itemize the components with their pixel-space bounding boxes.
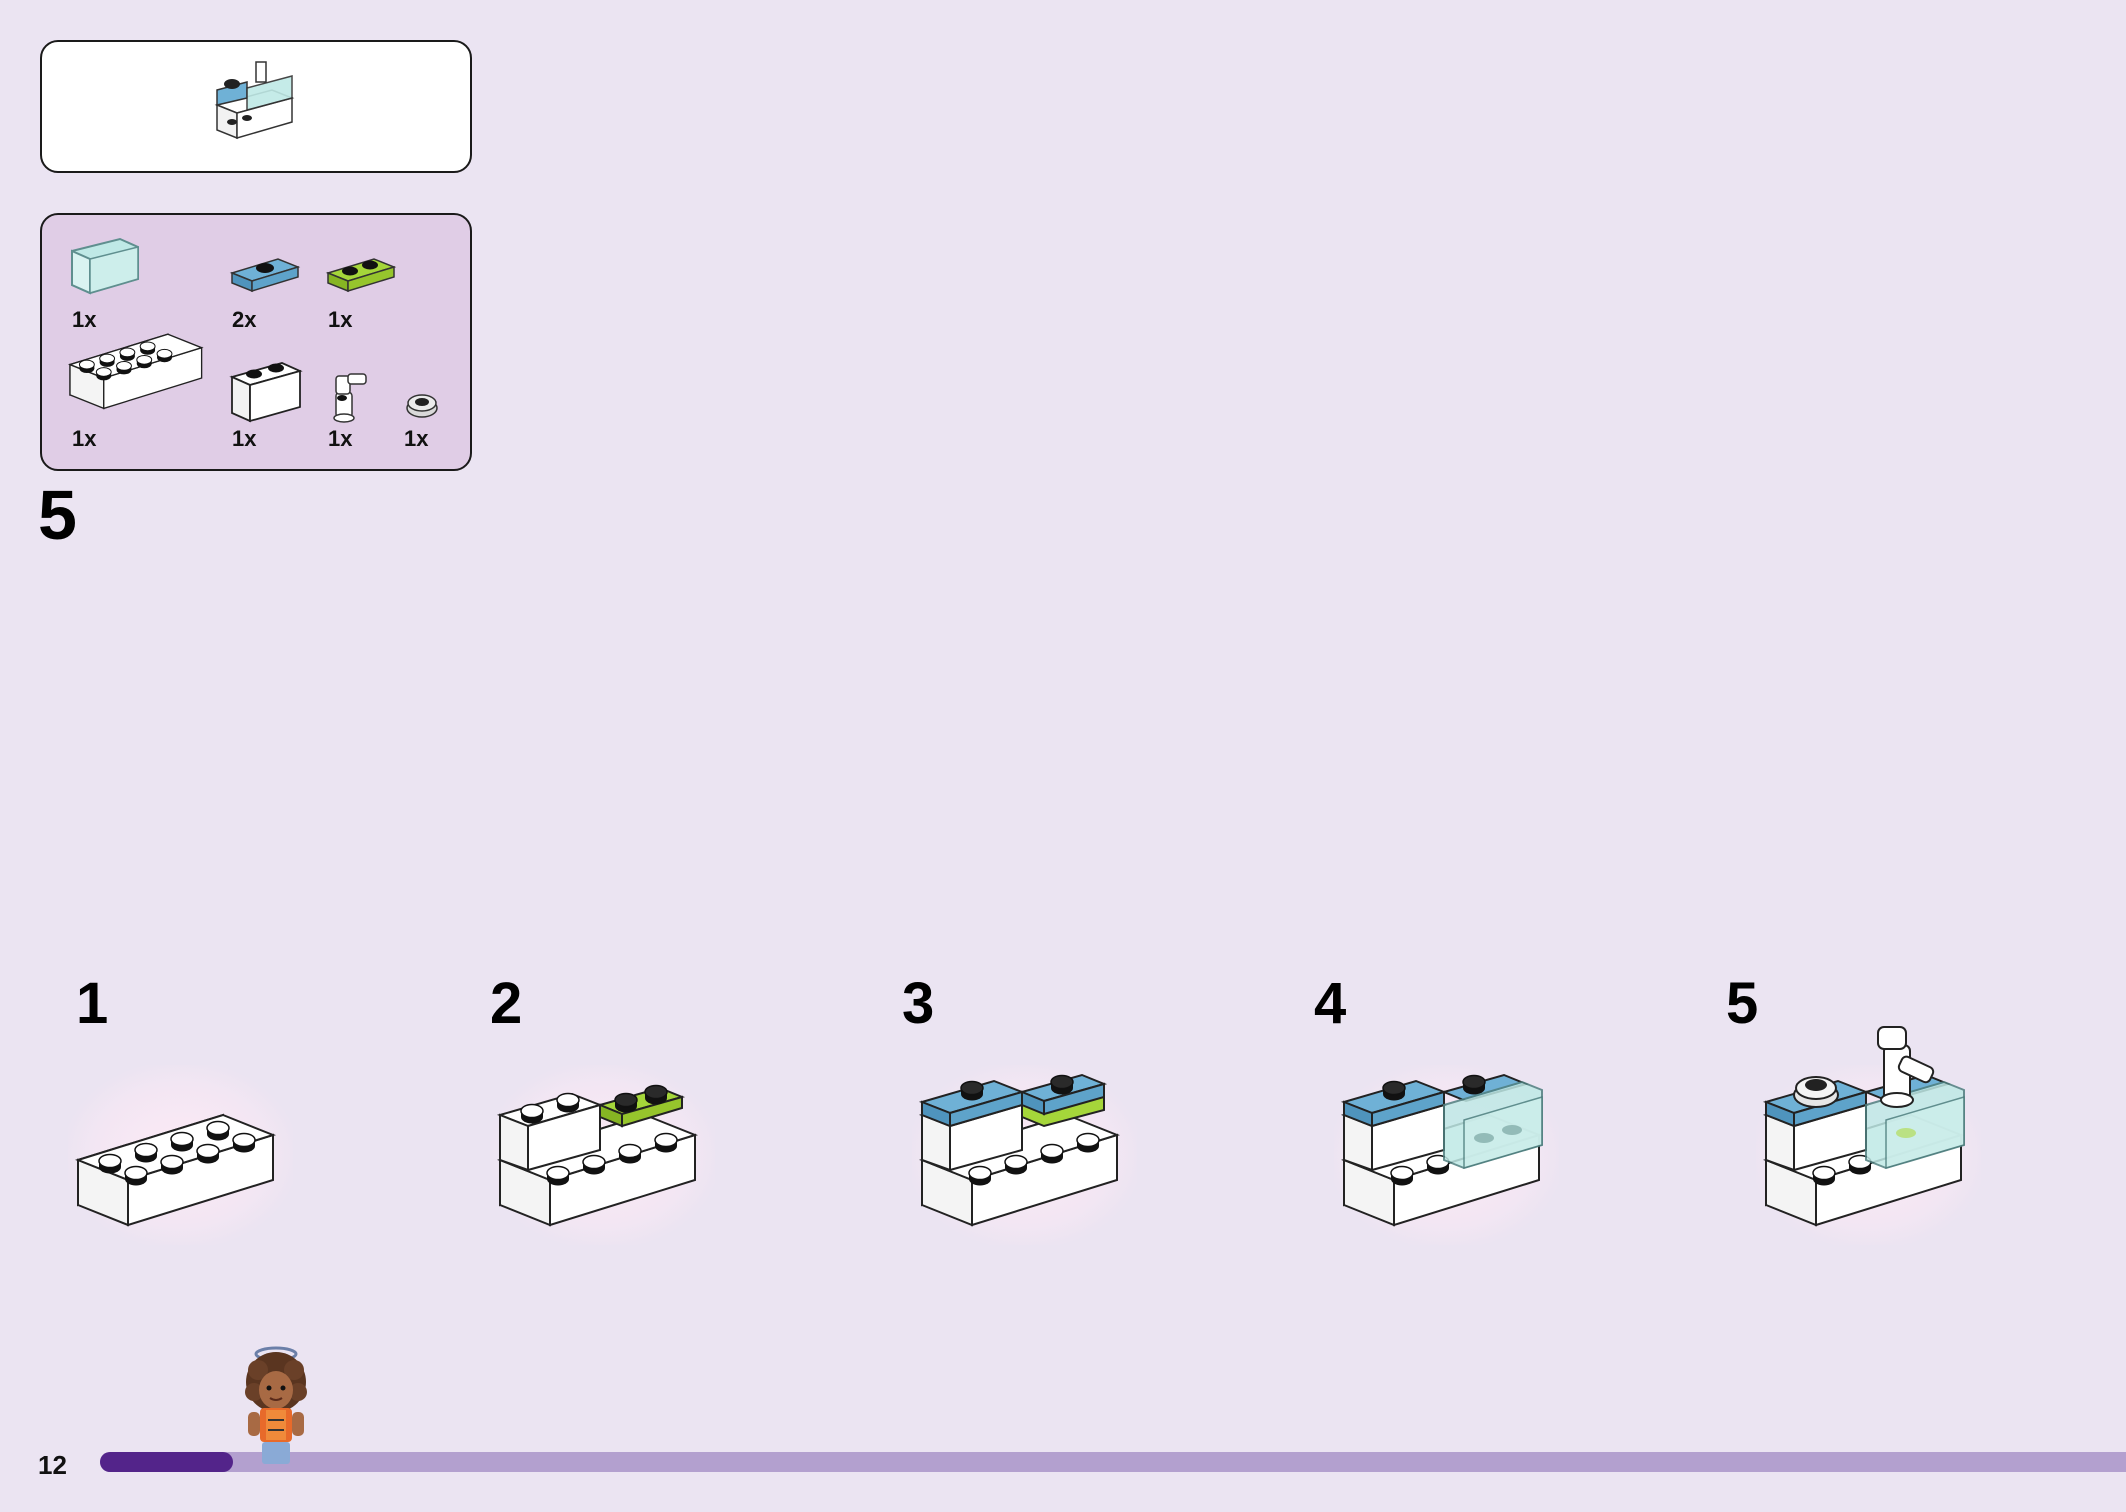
build-stage-2-icon [496, 1084, 696, 1226]
part-quantity: 1x [404, 426, 429, 451]
part-quantity: 1x [328, 307, 353, 332]
substep-number: 1 [76, 971, 109, 1036]
build-stage-5-icon [1762, 1026, 1965, 1226]
part-quantity: 1x [72, 307, 97, 332]
round-plate-flower-icon [406, 394, 438, 418]
parts-list-panel: 1x 2x 1x 1x 1x 1x [40, 213, 472, 471]
submodel-preview-panel [40, 40, 472, 173]
white-faucet-icon [333, 373, 367, 423]
build-stage-3-icon [918, 1073, 1118, 1226]
step-number: 5 [38, 476, 77, 554]
sink-assembly-preview-icon [214, 61, 295, 140]
lime-plate-1x2-icon [325, 258, 397, 293]
substep-number: 5 [1726, 971, 1759, 1036]
part-quantity: 1x [232, 426, 257, 451]
part-quantity: 1x [72, 426, 97, 451]
blue-plate-1x2-jumper-icon [229, 258, 301, 293]
part-quantity: 1x [328, 426, 353, 451]
progress-bar-fill [100, 1452, 233, 1472]
substep-number: 2 [490, 971, 523, 1036]
build-stage-4-icon [1340, 1073, 1543, 1226]
page-number: 12 [38, 1450, 67, 1480]
white-brick-1x2-icon [229, 362, 303, 423]
substep-number: 4 [1314, 971, 1347, 1036]
white-brick-2x4-icon [69, 333, 203, 410]
progress-bar [100, 1452, 2126, 1472]
minifigure-character-icon [245, 1346, 307, 1464]
build-stage-1-icon [77, 1114, 274, 1226]
transparent-panel-icon [71, 237, 139, 295]
substep-number: 3 [902, 971, 935, 1036]
part-quantity: 2x [232, 307, 257, 332]
